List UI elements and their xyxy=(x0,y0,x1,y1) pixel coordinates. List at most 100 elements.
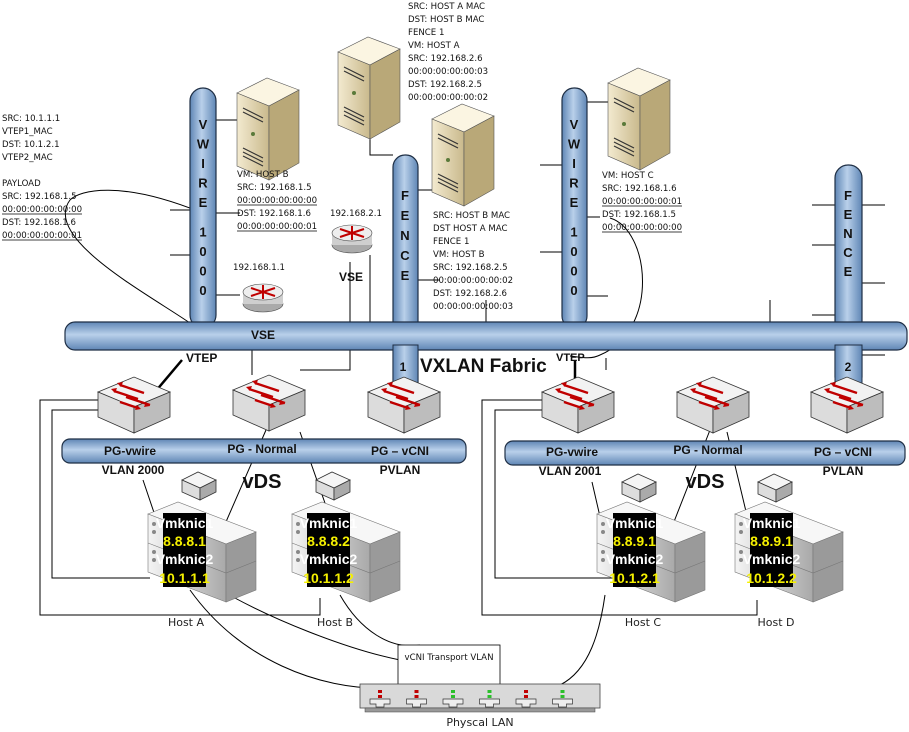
annotation-line: DST: 192.168.1.6 xyxy=(2,218,76,228)
pipe-letter: I xyxy=(572,156,576,171)
fence-right-number: 2 xyxy=(845,360,852,374)
vds-left-pipe xyxy=(61,438,467,464)
uplink-nic-icon xyxy=(315,471,351,501)
vmknic1-ip: 8.8.9.1 xyxy=(750,533,793,549)
vmknic1-label: Vmknic1 xyxy=(156,515,214,531)
uplink-nic-icon xyxy=(181,471,217,501)
switch-icon xyxy=(675,375,751,435)
vds-right-pipe xyxy=(504,440,906,466)
pipe-letter: W xyxy=(568,137,581,152)
switch-icon xyxy=(231,373,307,433)
pipe-letter: 0 xyxy=(570,244,577,259)
pipe-letter: E xyxy=(844,264,853,279)
port-led xyxy=(414,690,419,693)
annotation-line: VM: HOST B xyxy=(433,250,485,260)
vds-labels: PG-vwire PG - Normal PG – vCNI VLAN 2000… xyxy=(102,442,872,493)
pipe-letter: C xyxy=(400,248,410,263)
ethernet-port-icon[interactable] xyxy=(369,698,391,708)
vmknic2-label: Vmknic2 xyxy=(606,551,664,567)
ethernet-port-icon[interactable] xyxy=(442,698,464,708)
port-led xyxy=(378,695,382,698)
vmknic2-ip: 10.1.2.2 xyxy=(746,570,797,586)
vxlan-fabric-label: VXLAN Fabric xyxy=(420,356,547,377)
port-led xyxy=(487,690,492,693)
switches xyxy=(96,373,885,435)
fence-center-number: 1 xyxy=(400,360,407,374)
vmknic1-label: Vmknic1 xyxy=(606,515,664,531)
ethernet-port-icon[interactable] xyxy=(552,698,573,708)
pipe-letter: E xyxy=(401,268,410,283)
vds-title: vDS xyxy=(686,471,725,493)
host-name: Host A xyxy=(168,616,205,629)
host-name: Host D xyxy=(757,616,794,629)
port-led xyxy=(560,690,565,693)
port-led xyxy=(560,695,565,698)
vmknic1-ip: 8.8.9.1 xyxy=(613,533,656,549)
pipe-letter: 1 xyxy=(199,225,206,240)
pg-vwire-label: PG-vwire xyxy=(546,445,598,459)
pipe-letter: V xyxy=(570,117,579,132)
physical-lan-label: Physcal LAN xyxy=(446,716,513,729)
pg-normal-label: PG - Normal xyxy=(673,443,742,457)
annotation-line: 00:00:00:00:00:03 xyxy=(408,67,488,77)
vm-host-b-fence-server-icon xyxy=(431,103,495,207)
annotation-line: SRC: 192.168.1.6 xyxy=(602,184,677,194)
vmknic1-ip: 8.8.8.1 xyxy=(163,533,206,549)
router-ip: 192.168.1.1 xyxy=(233,263,285,273)
transport-vlan-label: vCNI Transport VLAN xyxy=(404,653,493,663)
vmknic1-label: Vmknic1 xyxy=(300,515,358,531)
uplink-nic-icon xyxy=(757,473,793,503)
annotation-line: DST: 192.168.2.5 xyxy=(408,80,482,90)
ethernet-port-icon[interactable] xyxy=(479,698,500,708)
pipe-letter: N xyxy=(400,228,409,243)
port-led xyxy=(378,690,382,693)
physical-switch-icon xyxy=(359,683,601,713)
pipe-letter: R xyxy=(569,176,579,191)
annotation-line: FENCE 1 xyxy=(433,237,469,247)
pipe-letter: N xyxy=(843,226,852,241)
pipe-letter: E xyxy=(199,195,208,210)
annotation-line: 00:00:00:00:00:01 xyxy=(2,231,82,241)
annotation-line: PAYLOAD xyxy=(2,179,41,189)
annotation-line: 00:00:00:00:00:01 xyxy=(602,197,682,207)
annotation-line: VM: HOST A xyxy=(408,41,460,51)
annotation-line: DST: 192.168.1.6 xyxy=(237,209,311,219)
annotation-line: SRC: HOST A MAC xyxy=(408,2,485,12)
pvlan-label: PVLAN xyxy=(823,464,864,478)
vm-host-b-server-icon xyxy=(236,77,300,181)
port-led xyxy=(451,695,455,698)
annotation-line: 00:00:00:00:00:03 xyxy=(433,302,513,312)
annotation-line: 00:00:00:00:00:01 xyxy=(237,222,317,232)
vmknic2-label: Vmknic2 xyxy=(156,551,214,567)
host-name: Host B xyxy=(317,616,353,629)
vm-host-a-server-icon xyxy=(337,36,401,140)
vmknic2-label: Vmknic2 xyxy=(300,551,358,567)
annotation-line: SRC: 192.168.2.6 xyxy=(408,54,483,64)
vmknic2-ip: 10.1.1.2 xyxy=(303,570,354,586)
ethernet-port-icon[interactable] xyxy=(515,698,537,708)
pg-vwire-label: PG-vwire xyxy=(104,444,156,458)
pg-vcni-label: PG – vCNI xyxy=(814,445,872,459)
vmknic2-ip: 10.1.1.1 xyxy=(159,570,210,586)
pipe-letter: E xyxy=(401,208,410,223)
vlan-label: VLAN 2000 xyxy=(102,463,165,477)
pvlan-label: PVLAN xyxy=(380,463,421,477)
pipe-letter: C xyxy=(843,245,853,260)
router-label: VSE xyxy=(339,270,363,284)
vmknic-panel xyxy=(613,513,656,587)
vlan-label: VLAN 2001 xyxy=(539,464,602,478)
annotation-line: SRC: 192.168.1.5 xyxy=(237,183,312,193)
router-label: VSE xyxy=(251,328,275,342)
annotation-line: VM: HOST B xyxy=(237,170,289,180)
annotation-line: FENCE 1 xyxy=(408,28,444,38)
ethernet-port-icon[interactable] xyxy=(406,698,427,708)
annotation-line: DST HOST A MAC xyxy=(433,224,507,234)
pipe-letter: E xyxy=(844,207,853,222)
annotation-line: VM: HOST C xyxy=(602,171,654,181)
pipe-letter: F xyxy=(401,188,409,203)
switch-icon xyxy=(809,375,885,435)
